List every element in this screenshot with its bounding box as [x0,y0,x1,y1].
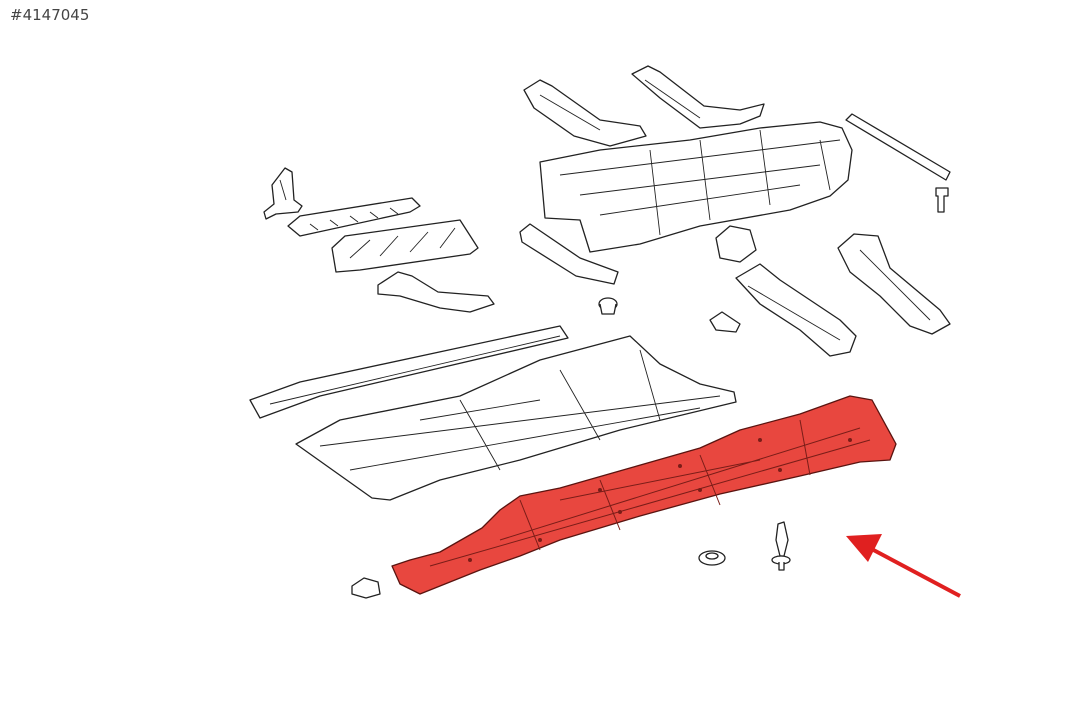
top-bracket-left [523,79,647,147]
bolt-part [935,187,949,213]
side-rail-left [519,223,619,285]
small-bracket-part [263,167,303,220]
cross-member-lower [377,271,495,313]
clip-part-upper [709,311,741,333]
grommet-part [598,297,618,315]
cross-member-upper [287,197,421,237]
floor-side-sill [249,325,569,419]
red-arrow-icon [846,534,961,598]
dash-crossmember [539,121,853,253]
floor-pan [295,335,737,501]
nut-part [698,550,726,566]
cross-member-middle [331,219,479,273]
rear-rail-left [735,263,857,357]
strap-part [845,113,951,181]
highlighted-under-cover-part [391,395,897,595]
clip-part-lower [351,577,381,599]
bracket-center [715,225,757,263]
rear-rail-right [837,233,951,335]
top-bracket-right [631,65,765,129]
push-rivet-part [771,521,791,571]
part-number-label: #4147045 [10,6,90,24]
